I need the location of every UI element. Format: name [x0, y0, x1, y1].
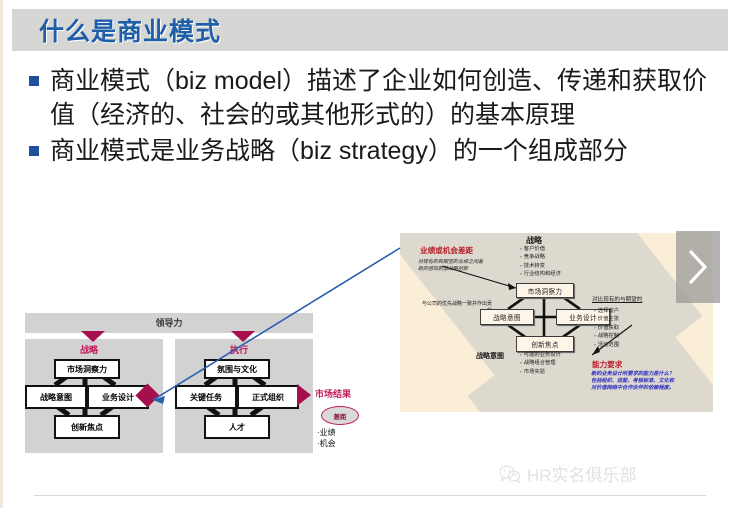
bullet-list: 商业模式（biz model）描述了企业如何创造、传递和获取价值（经济的、社会的… [29, 64, 709, 170]
list-item: 商业模式（biz model）描述了企业如何创造、传递和获取价值（经济的、社会的… [29, 64, 709, 132]
next-slide-button[interactable] [676, 231, 720, 303]
list-item: 选择客户 [594, 307, 619, 315]
diagram-content-layer: 战略 客户价值 竞争战略 技术转变 行业结构和经济 业绩或机会差距 对现有的和期… [400, 233, 713, 412]
gap-note: 对现有的和期望的业绩之间差距的感知刺激战略创新 [418, 259, 484, 272]
footer-divider [34, 495, 706, 496]
list-item: 可能的业务设计 [520, 351, 561, 359]
strategy-arrow-icon [81, 331, 105, 342]
box-climate-culture: 氛围与文化 [204, 359, 270, 379]
list-item: 市场实验 [520, 368, 561, 376]
bullet-square-icon [29, 146, 39, 156]
list-item: ·机会 [317, 439, 336, 448]
box-strategic-intent: 战略意图 [25, 385, 87, 409]
page-title: 什么是商业模式 [39, 18, 222, 46]
bullet-text: 商业模式是业务战略（biz strategy）的一个组成部分 [50, 137, 628, 165]
bullet-square-icon [29, 76, 39, 86]
leadership-framework-diagram: 领导力 战略 执行 市场 [25, 313, 359, 453]
list-item: 行业结构和经济 [520, 270, 561, 278]
list-item: 价值获取 [594, 324, 619, 332]
slide-title-band [12, 9, 728, 51]
watermark: HR实名俱乐部 [499, 461, 637, 486]
list-item: 价值主张 [594, 315, 619, 323]
bottom-label: 战略意图 [476, 353, 504, 360]
list-item: 战略组合管理 [520, 359, 561, 367]
gap-heading: 业绩或机会差距 [420, 246, 474, 255]
chevron-right-icon [689, 250, 707, 284]
list-item: 竞争战略 [520, 253, 561, 261]
right-diagram-bottom-list: 可能的业务设计 战略组合管理 市场实验 [520, 351, 561, 376]
result-arrow-icon [297, 384, 311, 406]
watermark-text: HR实名俱乐部 [527, 466, 637, 485]
list-item: 战略控制 [594, 332, 619, 340]
wechat-icon [499, 464, 521, 483]
gap-badge: 差距 [321, 406, 359, 425]
diagram-connector-lines [441, 265, 633, 356]
box-strategic-intent: 战略意图 [480, 309, 534, 325]
capability-note: 新的业务设计所要求的能力是什么？包括组织、技能、考核标准、文化和对价值网络中合作… [591, 371, 675, 392]
right-diagram-top-heading: 战略 [526, 236, 542, 245]
result-items: ·业绩 ·机会 [317, 427, 336, 449]
box-formal-organization: 正式组织 [237, 385, 299, 409]
right-diagram-right-list: 选择客户 价值主张 价值获取 战略控制 活动范围 [594, 307, 619, 349]
list-item: 活动范围 [594, 341, 619, 349]
box-talent: 人才 [204, 415, 270, 439]
list-item: 技术转变 [520, 262, 561, 270]
right-list-heading: 对比现有的与期望的 [592, 297, 643, 303]
market-result-label: 市场结果 [315, 389, 352, 399]
list-item: ·业绩 [317, 428, 336, 437]
section-label-strategy: 战略 [80, 345, 99, 355]
right-diagram-top-list: 客户价值 竞争战略 技术转变 行业结构和经济 [520, 245, 561, 279]
box-innovation-focus: 创新焦点 [516, 336, 574, 352]
business-design-diagram: 战略 客户价值 竞争战略 技术转变 行业结构和经济 业绩或机会差距 对现有的和期… [400, 233, 713, 412]
capability-heading: 能力要求 [592, 360, 623, 369]
box-key-tasks: 关键任务 [175, 385, 237, 409]
box-market-insight: 市场洞察力 [54, 359, 120, 379]
bullet-text: 商业模式（biz model）描述了企业如何创造、传递和获取价值（经济的、社会的… [50, 67, 707, 129]
list-item: 商业模式是业务战略（biz strategy）的一个组成部分 [29, 134, 709, 168]
box-innovation-focus: 创新焦点 [54, 415, 120, 439]
list-item: 客户价值 [520, 245, 561, 253]
box-market-insight: 市场洞察力 [516, 283, 574, 298]
